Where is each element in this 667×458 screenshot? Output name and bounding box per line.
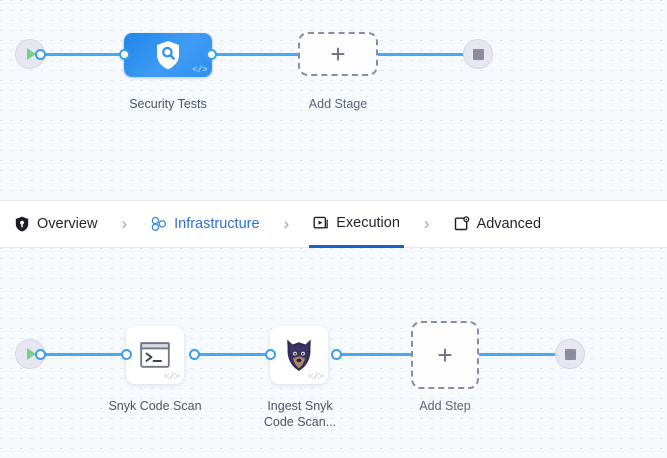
stop-icon <box>564 348 576 360</box>
step-end-node[interactable] <box>555 339 585 369</box>
add-stage-button[interactable]: + <box>298 32 378 76</box>
snyk-dog-icon <box>287 339 311 371</box>
stage-label-security-tests: Security Tests <box>129 97 207 111</box>
port-security-tests-in[interactable] <box>119 49 130 60</box>
add-step-button[interactable]: + <box>411 321 479 389</box>
tab-label-infrastructure: Infrastructure <box>174 216 260 232</box>
pipeline-end-node[interactable] <box>463 39 493 69</box>
step-node-ingest-snyk-code-scan[interactable]: </> <box>270 326 328 384</box>
port-snyk-code-scan-out[interactable] <box>189 349 200 360</box>
play-icon <box>27 48 36 60</box>
port-snyk-code-scan-in[interactable] <box>121 349 132 360</box>
cluster-nodes-icon <box>151 216 167 232</box>
tab-label-overview: Overview <box>37 216 98 232</box>
step-node-snyk-code-scan[interactable]: </> <box>126 326 184 384</box>
edge-start-to-snyk-code-scan <box>38 353 122 356</box>
shield-search-icon <box>157 41 179 70</box>
tab-label-advanced: Advanced <box>476 216 542 232</box>
code-badge-icon: </> <box>308 372 323 382</box>
port-start-out[interactable] <box>35 49 46 60</box>
code-badge-icon: </> <box>192 65 207 75</box>
play-icon <box>27 348 36 360</box>
stage-graph-canvas[interactable]: </> Security Tests + Add Stage <box>0 0 667 200</box>
tab-label-execution: Execution <box>336 214 400 231</box>
edge-ingest-to-add-step <box>334 353 414 356</box>
edge-snyk-code-scan-to-ingest <box>192 353 272 356</box>
plus-icon: + <box>330 39 346 69</box>
edge-add-step-to-end <box>478 353 564 356</box>
step-label-ingest-snyk-code-scan: Ingest Snyk Code Scan... <box>263 399 337 429</box>
tab-infrastructure[interactable]: Infrastructure <box>147 201 263 248</box>
port-step-start-out[interactable] <box>35 349 46 360</box>
play-box-icon <box>313 215 329 231</box>
edge-security-tests-to-add-stage <box>208 53 304 56</box>
plus-icon: + <box>437 340 453 370</box>
edge-add-stage-to-end <box>374 53 474 56</box>
add-stage-label: Add Stage <box>308 97 368 111</box>
tab-overview[interactable]: Overview <box>10 201 101 248</box>
port-ingest-out[interactable] <box>331 349 342 360</box>
config-tab-bar: Overview › Infrastructure › <box>0 200 667 248</box>
tab-execution[interactable]: Execution <box>309 201 404 248</box>
stage-node-security-tests[interactable]: </> <box>124 33 212 77</box>
add-step-label: Add Step <box>419 399 471 413</box>
step-graph-canvas[interactable]: </> Snyk Code Scan </> Ingest Snyk Code … <box>0 248 667 458</box>
edge-start-to-security-tests <box>38 53 130 56</box>
tab-separator-icon: › <box>423 214 430 233</box>
port-ingest-in[interactable] <box>265 349 276 360</box>
code-badge-icon: </> <box>164 372 179 382</box>
tab-advanced[interactable]: Advanced <box>450 201 546 248</box>
stop-icon <box>472 48 484 60</box>
port-security-tests-out[interactable] <box>206 49 217 60</box>
box-gear-icon <box>454 216 470 232</box>
shield-icon <box>14 216 30 232</box>
tab-separator-icon: › <box>121 214 128 233</box>
step-label-snyk-code-scan: Snyk Code Scan <box>108 399 202 413</box>
tab-separator-icon: › <box>283 214 290 233</box>
terminal-icon <box>140 342 170 368</box>
